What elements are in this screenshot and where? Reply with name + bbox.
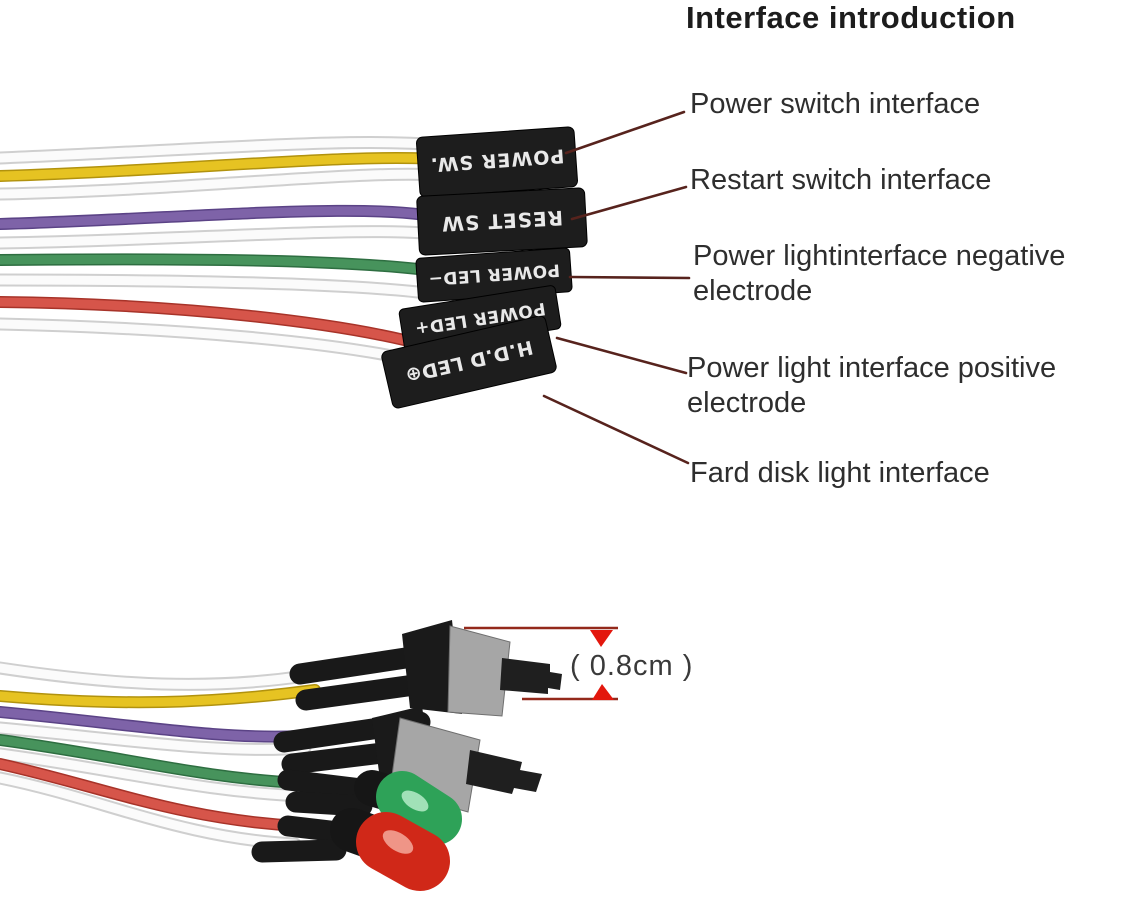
wire-white (0, 227, 457, 248)
wire-white (0, 275, 439, 299)
power-switch-button (402, 620, 562, 717)
wire-white (0, 773, 300, 849)
switch-plunger (466, 750, 542, 794)
leader-lines (542, 110, 691, 465)
wire-purple (0, 707, 305, 742)
page-title: Interface introduction (686, 0, 1016, 35)
red-led (330, 808, 450, 891)
led-highlight (401, 790, 429, 812)
wire-green (0, 735, 305, 788)
wire-white (0, 138, 455, 163)
hdd-led-connector (381, 315, 557, 409)
switch-body (447, 625, 511, 717)
top-wire-bundle (0, 136, 459, 371)
wire-red (0, 297, 433, 351)
wire-white (0, 749, 310, 801)
green-led (354, 770, 462, 845)
wire-white (0, 723, 310, 754)
reset-sw-connector (416, 187, 588, 256)
wire-purple (0, 206, 457, 229)
heat-shrink-tube (285, 791, 373, 817)
wire-red (0, 759, 305, 831)
leader-line-power-switch (564, 110, 686, 155)
dimension-label: ( 0.8cm ) (570, 650, 694, 682)
leader-line-power-light-positive (555, 336, 688, 375)
wire-yellow (0, 685, 320, 707)
leader-line-power-light-negative (568, 275, 691, 280)
wire-white (0, 663, 310, 689)
label-power-light-negative: Power lightinterface negative electrode (693, 240, 1066, 307)
wire-green (0, 254, 447, 277)
switch-plunger (500, 658, 562, 694)
leader-line-hard-disk-light (542, 394, 690, 465)
leader-line-restart-switch (570, 185, 688, 221)
wire-white (0, 169, 457, 199)
dimension-arrow-down (590, 630, 613, 647)
dimension-arrow-up (592, 684, 614, 700)
heat-shrink-tube (251, 839, 347, 863)
label-restart-switch-interface: Restart switch interface (690, 164, 992, 196)
connector-blocks (381, 126, 588, 409)
dimension-annotation (464, 626, 618, 701)
label-hard-disk-light-interface: Fard disk light interface (690, 457, 990, 489)
label-power-switch-interface: Power switch interface (690, 88, 981, 120)
bottom-wire-bundle (0, 661, 321, 851)
switch-frame (402, 620, 462, 714)
led-highlight (382, 830, 414, 854)
wire-yellow (0, 153, 457, 181)
label-power-light-positive: Power light interface positive electrode (687, 352, 1057, 419)
